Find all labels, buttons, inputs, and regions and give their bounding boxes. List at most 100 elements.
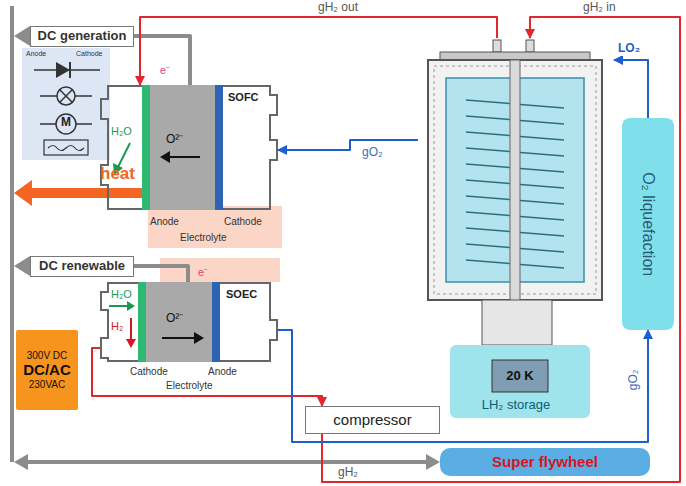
diode-symbol: [69, 62, 71, 78]
electron-label: e⁻: [160, 64, 170, 77]
label-holder: heat: [100, 164, 135, 184]
flow-label: gH₂ in: [583, 1, 616, 15]
bus-arrowhead: [14, 256, 30, 276]
cryostat-drawing: [428, 40, 602, 418]
filter-symbol: [44, 140, 88, 155]
ion-arrow: [162, 337, 196, 339]
pin-label: Cathode: [76, 50, 102, 58]
node-text: DC renewable: [39, 259, 125, 274]
flow-line: [134, 36, 190, 85]
text-holder: LH₂ storage: [438, 398, 594, 413]
edge-label: gO₂: [362, 146, 383, 160]
flow-line: [278, 140, 418, 150]
bus-arrowhead: [426, 454, 440, 470]
label-holder: O²⁻: [166, 133, 183, 147]
chamber: [101, 283, 138, 361]
anode-layer: [212, 282, 220, 362]
label-holder: gH₂ in: [583, 1, 616, 15]
liquefier-box: O₂ liquefaction: [622, 118, 674, 330]
layer-label: Electrolyte: [180, 232, 227, 244]
layer-label: Cathode: [224, 216, 262, 228]
flow-line: [614, 60, 648, 118]
node-text: SOFC: [228, 91, 259, 104]
lamp-symbol: [60, 90, 72, 102]
label-holder: Cathode: [76, 50, 102, 58]
electrolyte-layer: [146, 282, 212, 362]
bus-link: [28, 460, 426, 464]
dc-bus-box: DC generation: [30, 26, 134, 47]
cold-head: [482, 300, 552, 345]
label-holder: gO₂: [362, 146, 383, 160]
electrolyte-band: [160, 258, 280, 282]
node-text: LH₂ storage: [438, 398, 594, 413]
electrolyte-band: [148, 206, 282, 248]
water-arrow: [118, 143, 130, 167]
hydrogen-arrow: [130, 318, 132, 340]
ion-arrow: [168, 156, 200, 158]
edge-label: gH₂: [338, 466, 358, 480]
layer-label: Anode: [208, 366, 237, 378]
port: [526, 40, 534, 52]
label-holder: Cathode: [224, 216, 262, 228]
label-holder: H₂O: [111, 288, 132, 301]
label-holder: Electrolyte: [180, 232, 227, 244]
electrolyte-layer: [150, 85, 215, 210]
node-text: 20 K: [506, 369, 533, 384]
electron-label: e⁻: [198, 266, 208, 279]
layer-label: Electrolyte: [166, 380, 213, 392]
ion-label: O²⁻: [166, 312, 183, 326]
filter-symbol: [48, 146, 84, 151]
ion-arrow: [194, 332, 204, 344]
label-holder: gO₂: [627, 370, 641, 391]
dc-bus: [12, 6, 440, 470]
node-text: O₂ liquefaction: [639, 172, 657, 276]
label-holder: e⁻: [198, 266, 208, 279]
label-holder: gH₂ out: [318, 1, 358, 15]
port: [493, 40, 501, 52]
label-holder: H₂O: [111, 125, 132, 138]
bus-arrowhead: [14, 26, 30, 46]
heat-label: heat: [100, 164, 135, 184]
ion-label: O²⁻: [166, 133, 183, 147]
label-holder: O²⁻: [166, 312, 183, 326]
layer-label: Anode: [150, 216, 179, 228]
diode-symbol: [56, 62, 70, 78]
text-holder: 20 K: [492, 360, 548, 392]
node-text: Super flywheel: [492, 453, 598, 470]
cathode-layer: [138, 282, 146, 362]
anode-layer: [142, 85, 150, 210]
text-holder: SOFC: [228, 91, 259, 104]
pin-label: Anode: [26, 50, 46, 58]
label-holder: Electrolyte: [166, 380, 213, 392]
label-holder: LO₂: [618, 42, 640, 56]
converter-box: 300V DCDC/AC230VAC: [16, 330, 78, 410]
label-holder: Cathode: [130, 366, 168, 378]
motor-symbol: [56, 114, 76, 134]
flow-line: [278, 330, 648, 442]
species-label: H₂O: [111, 125, 132, 138]
lamp-symbol: [75, 95, 92, 97]
flange: [440, 52, 590, 60]
lamp-symbol: [57, 87, 75, 105]
flywheel-box: Super flywheel: [440, 448, 650, 476]
water-arrow: [127, 301, 135, 311]
chamber: [220, 283, 277, 361]
motor-symbol: [40, 123, 56, 125]
node-text: DC/AC: [23, 361, 71, 378]
node-text: 230VAC: [29, 379, 66, 391]
label-holder: Anode: [150, 216, 179, 228]
cryostat: 20 K LH₂ storage: [418, 38, 614, 420]
chamber: [223, 86, 277, 209]
lamp-symbol: [40, 95, 57, 97]
hydrogen-arrow: [126, 339, 136, 348]
heat-arrow: [14, 180, 160, 206]
load-symbols: [22, 48, 110, 160]
label-holder: H₂: [111, 320, 123, 333]
bus-arrowhead: [14, 454, 28, 470]
motor-label: M: [56, 116, 76, 130]
cold-stage: [492, 360, 548, 392]
text-holder: SOEC: [226, 288, 257, 301]
layer-label: Cathode: [130, 366, 168, 378]
compressor-box: compressor: [305, 406, 440, 434]
bus-line: [10, 6, 14, 462]
